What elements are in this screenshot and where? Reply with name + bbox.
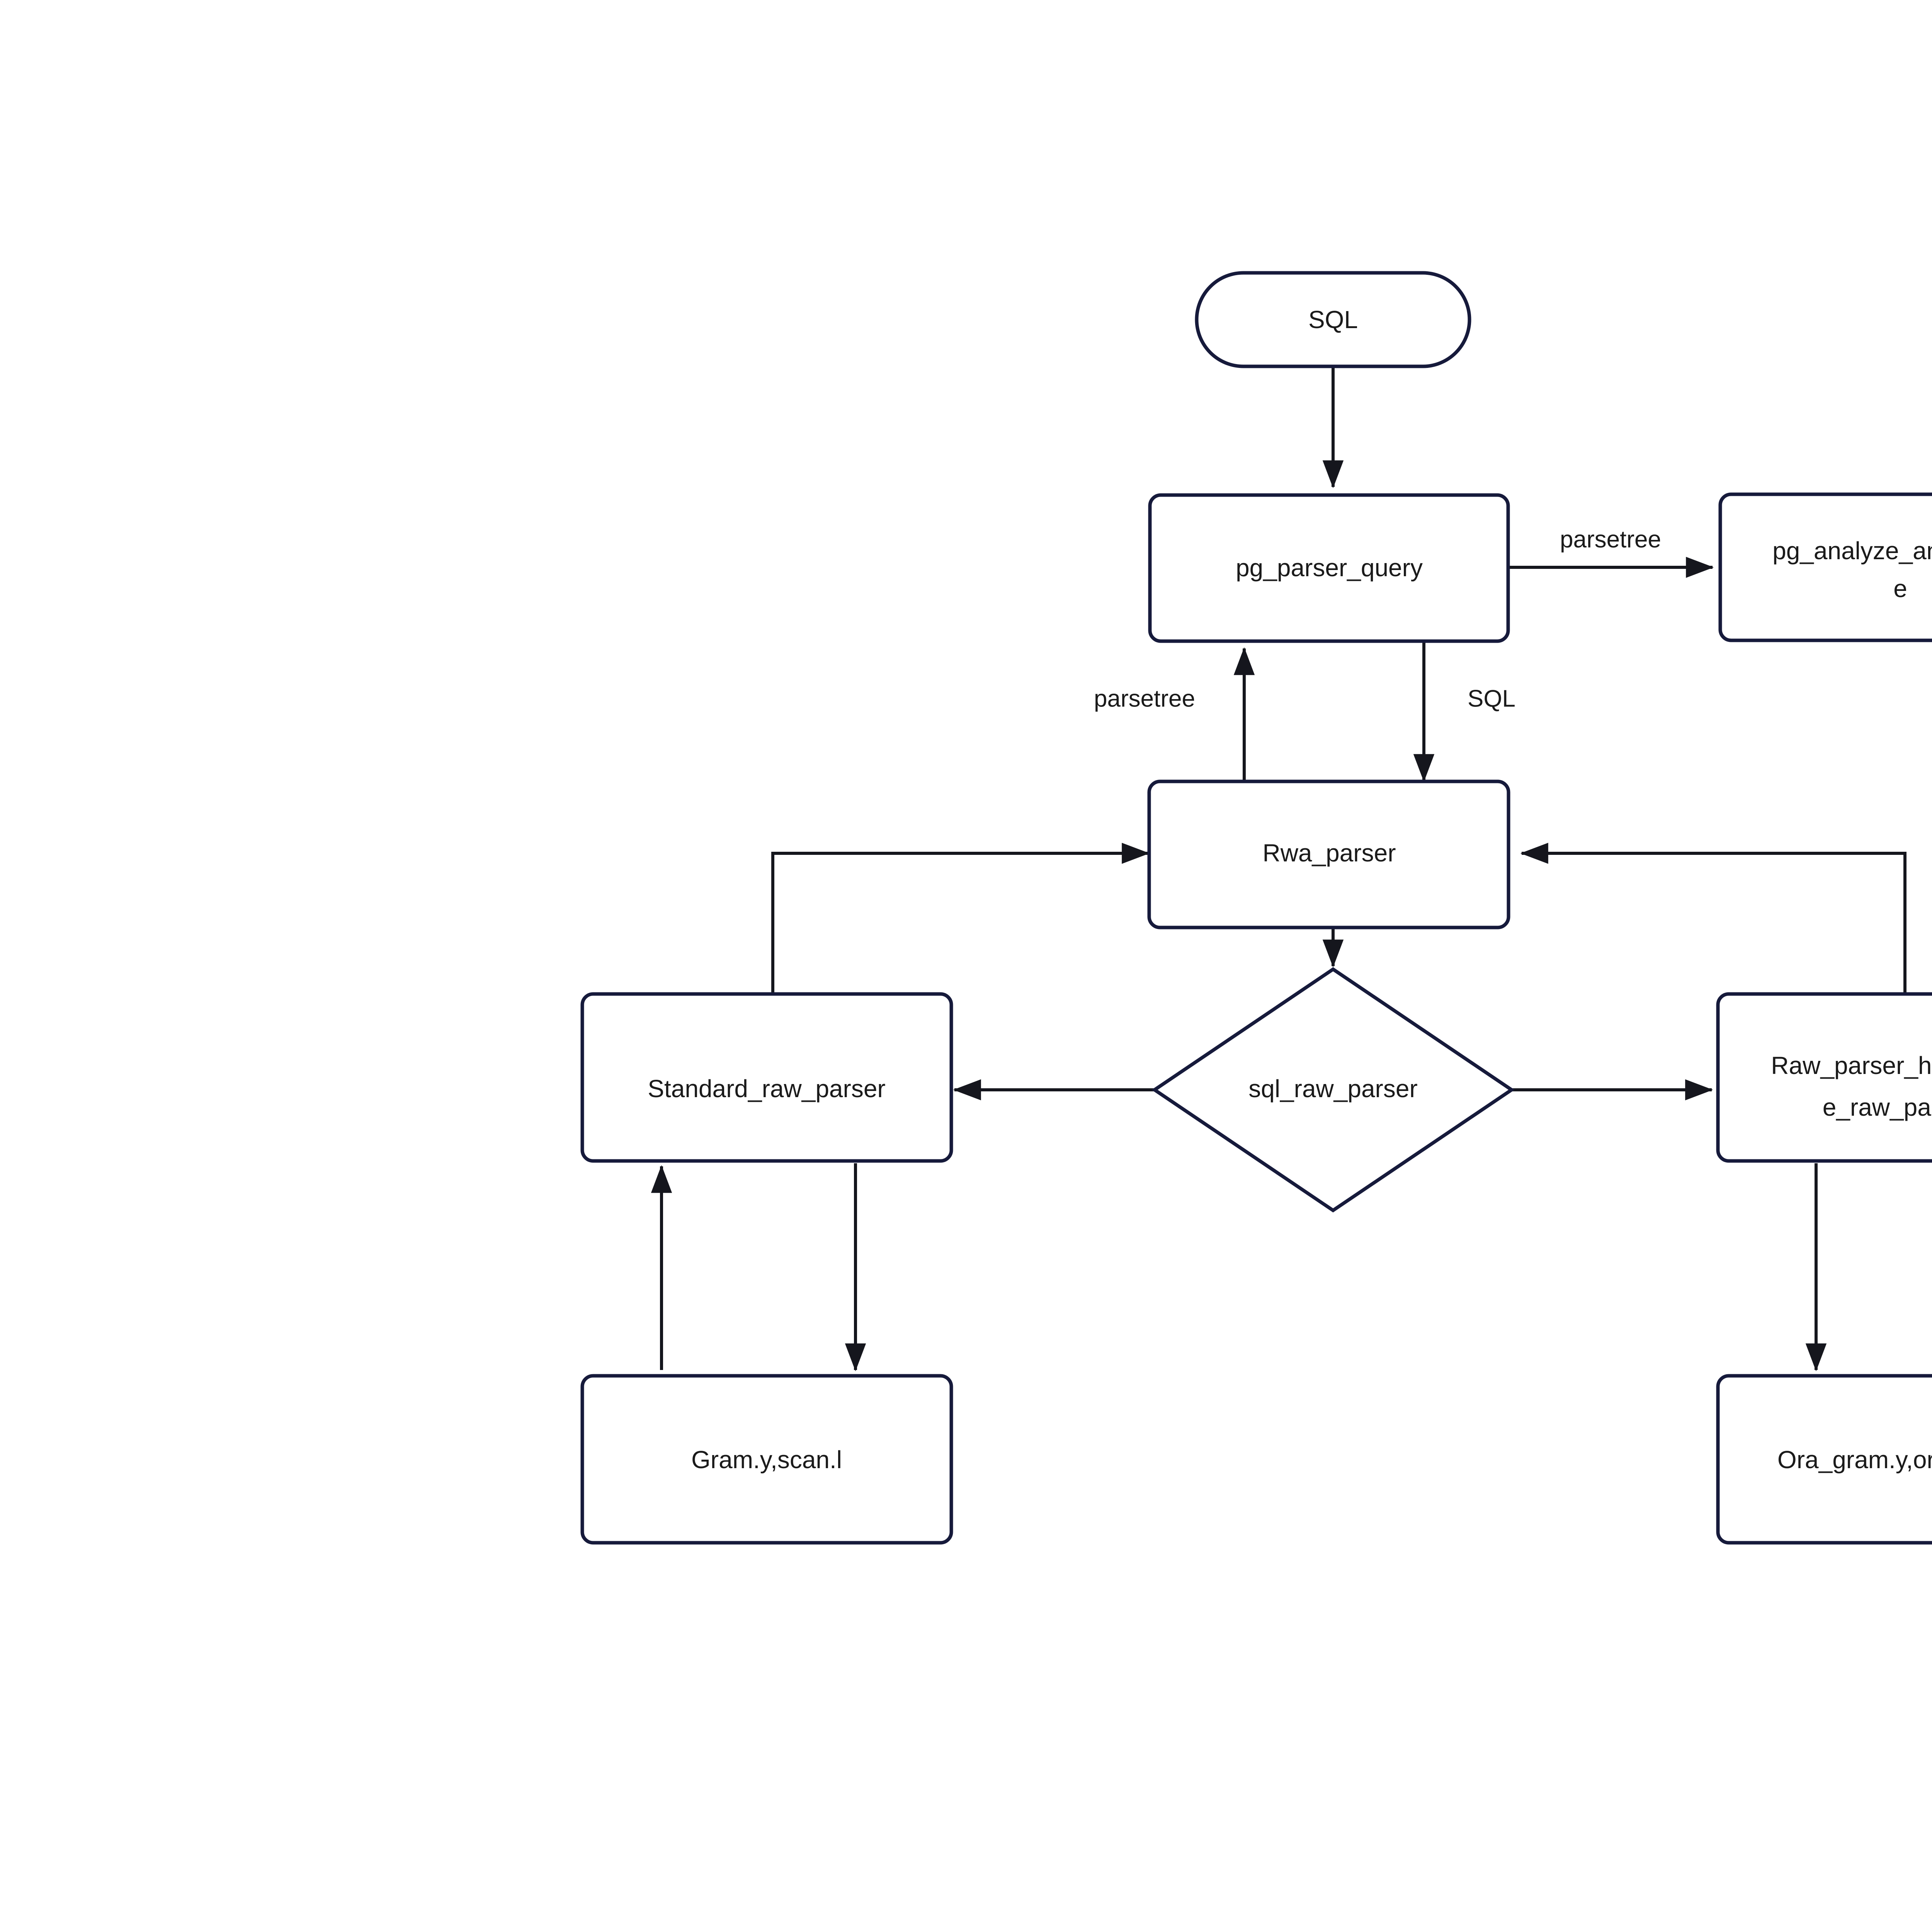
- edge-raw-parser-hook-to-rwa-parser: [1520, 842, 1906, 993]
- node-raw-parser-hook-label-line1: Raw_parser_hook(oracl: [1771, 1052, 1932, 1079]
- node-rwa-parser-label: Rwa_parser: [1262, 839, 1396, 867]
- node-pg-parser-query-shape[interactable]: [1148, 493, 1510, 643]
- edge-label-sql-down: SQL: [1468, 685, 1515, 712]
- edge-label-parsetree-up: parsetree: [1094, 685, 1195, 712]
- node-sql-raw-parser-shape[interactable]: [1151, 967, 1515, 1213]
- node-gram-scan-label: Gram.y,scan.l: [691, 1446, 842, 1474]
- node-pg-analyze-and-rewrite-label-line1: pg_analyze_and_rewrit: [1772, 537, 1932, 565]
- node-raw-parser-hook[interactable]: Raw_parser_hook(oracl e_raw_parser): [1716, 992, 1932, 1163]
- node-pg-parser-query[interactable]: pg_parser_query: [1148, 493, 1510, 643]
- node-pg-analyze-and-rewrite-label-line2: e: [1893, 575, 1907, 602]
- node-sql-input[interactable]: SQL: [1195, 271, 1471, 368]
- edge-pg-parser-query-to-pg-analyze: parsetree: [1509, 526, 1714, 578]
- node-standard-raw-parser-label: Standard_raw_parser: [648, 1075, 885, 1103]
- node-raw-parser-hook-label-line2: e_raw_parser): [1823, 1093, 1932, 1121]
- node-sql-raw-parser-label: sql_raw_parser: [1248, 1075, 1418, 1103]
- node-gram-scan-shape[interactable]: [580, 1374, 953, 1545]
- node-sql-input-label: SQL: [1308, 306, 1358, 334]
- node-standard-raw-parser[interactable]: Standard_raw_parser: [580, 992, 953, 1163]
- edge-pg-parser-query-to-rwa-parser: SQL: [1413, 642, 1515, 782]
- node-pg-parser-query-label: pg_parser_query: [1236, 554, 1423, 582]
- edge-rwa-parser-to-pg-parser-query: parsetree: [1094, 647, 1255, 781]
- node-ora-gram-scan[interactable]: Ora_gram.y,ora_scan.l: [1716, 1374, 1932, 1545]
- node-standard-raw-parser-shape[interactable]: [580, 992, 953, 1163]
- node-pg-analyze-and-rewrite[interactable]: pg_analyze_and_rewrit e: [1718, 492, 1932, 642]
- node-sql-input-shape[interactable]: [1195, 271, 1471, 368]
- node-rwa-parser[interactable]: Rwa_parser: [1147, 779, 1510, 929]
- node-pg-analyze-and-rewrite-shape[interactable]: [1718, 492, 1932, 642]
- node-ora-gram-scan-shape[interactable]: [1716, 1374, 1932, 1545]
- node-sql-raw-parser[interactable]: sql_raw_parser: [1151, 967, 1515, 1213]
- node-raw-parser-hook-shape[interactable]: [1716, 992, 1932, 1163]
- node-gram-scan[interactable]: Gram.y,scan.l: [580, 1374, 953, 1545]
- node-ora-gram-scan-label: Ora_gram.y,ora_scan.l: [1777, 1446, 1932, 1474]
- edge-label-parsetree-analyze: parsetree: [1560, 526, 1661, 553]
- node-rwa-parser-shape[interactable]: [1147, 779, 1510, 929]
- edge-standard-raw-parser-to-rwa-parser: [771, 842, 1150, 993]
